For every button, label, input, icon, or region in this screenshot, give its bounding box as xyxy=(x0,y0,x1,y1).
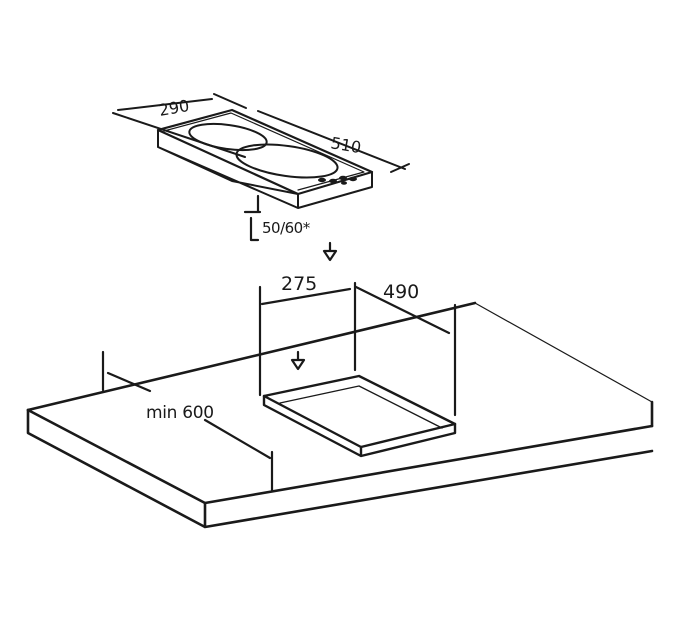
cutout-frame: 275 490 xyxy=(258,273,457,417)
worktop-back-edge-left xyxy=(26,301,477,412)
worktop-thickness xyxy=(26,408,654,529)
cooking-zone-front xyxy=(235,143,339,179)
worktop: min 600 xyxy=(26,301,654,529)
down-arrow-icon xyxy=(290,350,306,371)
hob-depth-dimension: 510 xyxy=(257,110,410,173)
worktop-min-depth-label: min 600 xyxy=(146,403,214,423)
hob-height-label: 50/60* xyxy=(262,219,311,237)
worktop-depth-dimension: min 600 xyxy=(101,350,274,492)
worktop-back-edge-right xyxy=(474,302,653,403)
hob-body-sides xyxy=(157,129,373,209)
cutout-depth-label: 490 xyxy=(383,281,419,303)
hob-height-dimension: 50/60* xyxy=(243,194,311,242)
hob-width-label: 290 xyxy=(157,96,190,120)
hob-depth-label: 510 xyxy=(329,133,362,157)
hob: 290 510 50/60* xyxy=(112,93,410,242)
down-arrow-icon xyxy=(322,241,338,262)
cutout-width-label: 275 xyxy=(281,273,317,295)
worktop-front-edge xyxy=(26,408,654,505)
cooking-zone-rear xyxy=(188,122,268,152)
control-panel xyxy=(318,175,357,185)
